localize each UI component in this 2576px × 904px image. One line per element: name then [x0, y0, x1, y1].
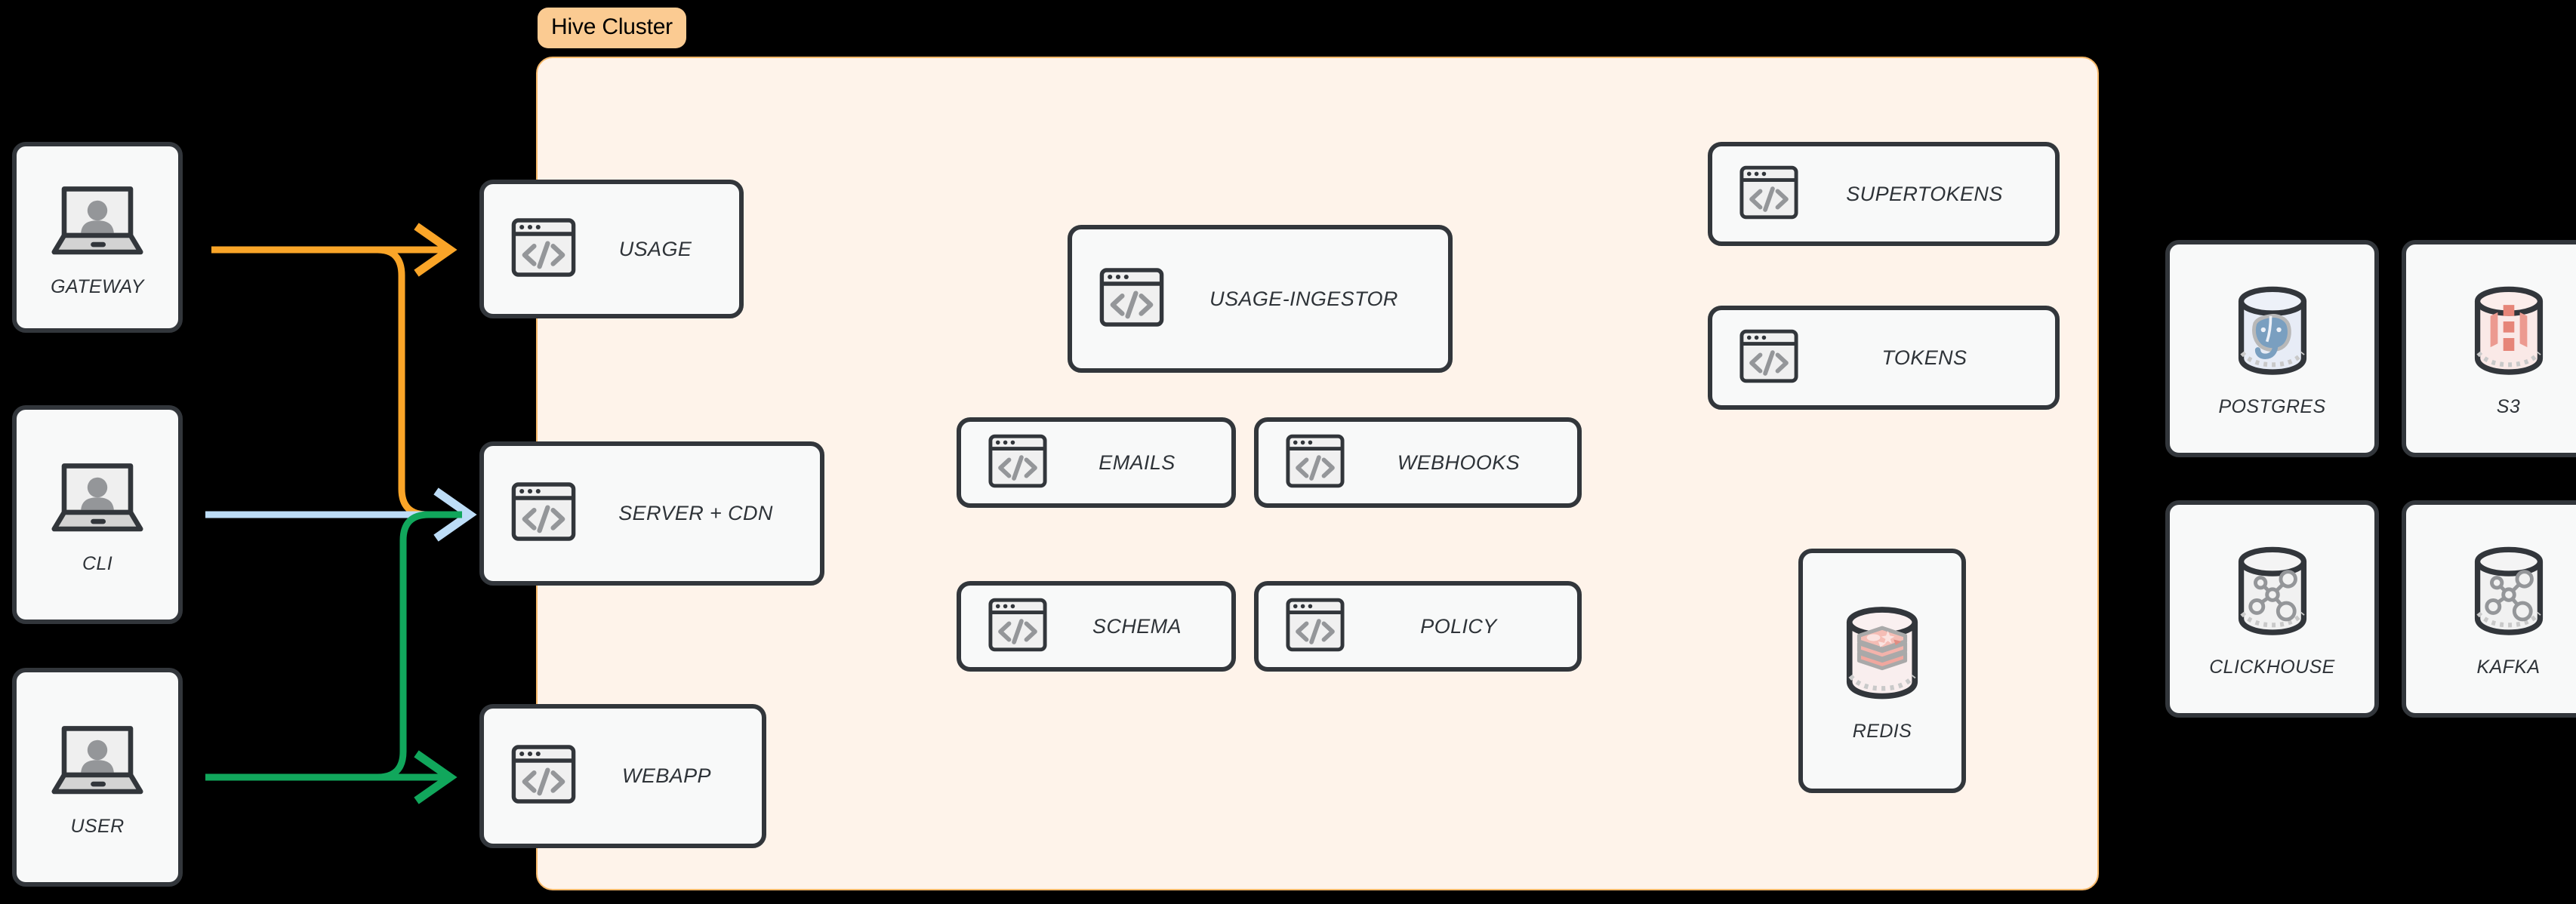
store-node-redis[interactable]: REDIS	[1798, 549, 1966, 793]
service-node-webhooks[interactable]: WEBHOOKS	[1254, 417, 1582, 508]
store-node-clickhouse[interactable]: CLICKHOUSE	[2165, 500, 2379, 718]
service-node-supertokens[interactable]: SUPERTOKENS	[1708, 142, 2060, 246]
service-node-usage[interactable]: USAGE	[479, 180, 744, 318]
service-node-server-cdn[interactable]: SERVER + CDN	[479, 441, 824, 586]
code-window-icon	[510, 740, 578, 812]
store-node-label: S3	[2496, 396, 2521, 417]
service-node-label: POLICY	[1420, 614, 1497, 638]
edge-gateway-server-cdn	[211, 246, 461, 518]
service-node-usage-ingestor[interactable]: USAGE-INGESTOR	[1068, 225, 1453, 373]
store-node-label: REDIS	[1852, 721, 1912, 742]
code-window-icon	[987, 594, 1049, 660]
service-node-label: WEBAPP	[622, 764, 711, 787]
laptop-user-icon	[48, 454, 147, 541]
service-node-label: SUPERTOKENS	[1846, 182, 2003, 205]
network-cylinder-icon	[2226, 540, 2319, 644]
service-node-label: SCHEMA	[1092, 614, 1182, 638]
code-window-icon	[1284, 594, 1346, 660]
laptop-user-icon	[48, 717, 147, 804]
service-node-emails[interactable]: EMAILS	[957, 417, 1236, 508]
client-node-cli[interactable]: CLI	[12, 405, 183, 624]
client-node-label: USER	[70, 816, 125, 837]
service-node-tokens[interactable]: TOKENS	[1708, 306, 2060, 410]
service-node-policy[interactable]: POLICY	[1254, 581, 1582, 672]
laptop-user-icon	[48, 177, 147, 264]
edge-user-webapp-arrowhead	[414, 750, 458, 804]
edge-user-server-cdn	[205, 511, 462, 781]
store-node-s3[interactable]: S3	[2402, 240, 2576, 457]
client-node-label: CLI	[82, 553, 113, 574]
code-window-icon	[1738, 325, 1800, 391]
hive-cluster-label: Hive Cluster	[538, 8, 686, 48]
service-node-schema[interactable]: SCHEMA	[957, 581, 1236, 672]
service-node-label: SERVER + CDN	[618, 502, 773, 524]
redis-cylinder-icon	[1834, 599, 1930, 709]
client-node-gateway[interactable]: GATEWAY	[12, 142, 183, 333]
store-node-label: POSTGRES	[2218, 396, 2326, 417]
edge-cli-server-cdn-arrowhead	[433, 487, 477, 542]
store-node-postgres[interactable]: POSTGRES	[2165, 240, 2379, 457]
service-node-label: EMAILS	[1098, 450, 1176, 474]
service-node-webapp[interactable]: WEBAPP	[479, 704, 766, 848]
code-window-icon	[987, 430, 1049, 496]
edge-gateway-usage-arrowhead	[414, 223, 458, 277]
network-cylinder-icon	[2463, 540, 2555, 644]
service-node-label: USAGE-INGESTOR	[1209, 287, 1398, 310]
store-node-label: CLICKHOUSE	[2209, 656, 2335, 678]
store-node-kafka[interactable]: KAFKA	[2402, 500, 2576, 718]
code-window-icon	[1738, 161, 1800, 227]
client-node-label: GATEWAY	[51, 275, 144, 297]
code-window-icon	[510, 214, 578, 285]
s3-cylinder-icon	[2463, 279, 2555, 384]
code-window-icon	[510, 478, 578, 549]
code-window-icon	[1098, 263, 1166, 335]
service-node-label: WEBHOOKS	[1397, 450, 1521, 474]
postgres-cylinder-icon	[2226, 279, 2319, 384]
client-node-user[interactable]: USER	[12, 668, 183, 887]
code-window-icon	[1284, 430, 1346, 496]
store-node-label: KAFKA	[2476, 656, 2541, 678]
service-node-label: USAGE	[618, 237, 692, 260]
service-node-label: TOKENS	[1881, 346, 1967, 369]
